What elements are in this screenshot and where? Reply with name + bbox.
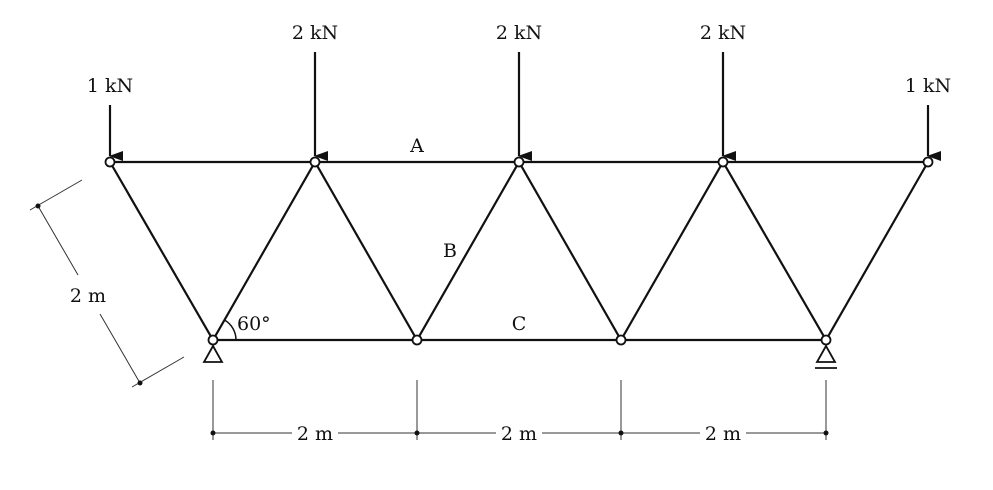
angle-label: 60°: [237, 313, 271, 335]
span-label: 2 m: [705, 423, 741, 445]
load-label: 2 kN: [496, 22, 542, 44]
roller-support: [815, 344, 837, 369]
span-label: 2 m: [501, 423, 537, 445]
pin-support: [202, 344, 224, 363]
load-arrows: [108, 52, 941, 161]
span-label: 2 m: [297, 423, 333, 445]
dimension-label: 2 m: [70, 285, 106, 307]
load-label: 1 kN: [87, 75, 133, 97]
load-label: 2 kN: [292, 22, 338, 44]
member-label-b: B: [443, 240, 457, 262]
member-label-c: C: [512, 313, 527, 335]
inclined-dimension: [29, 179, 185, 388]
load-label: 1 kN: [905, 75, 951, 97]
member-label-a: A: [409, 135, 424, 157]
angle-arc: [224, 319, 237, 341]
load-label: 2 kN: [700, 22, 746, 44]
span-dimensions: [210, 380, 829, 440]
